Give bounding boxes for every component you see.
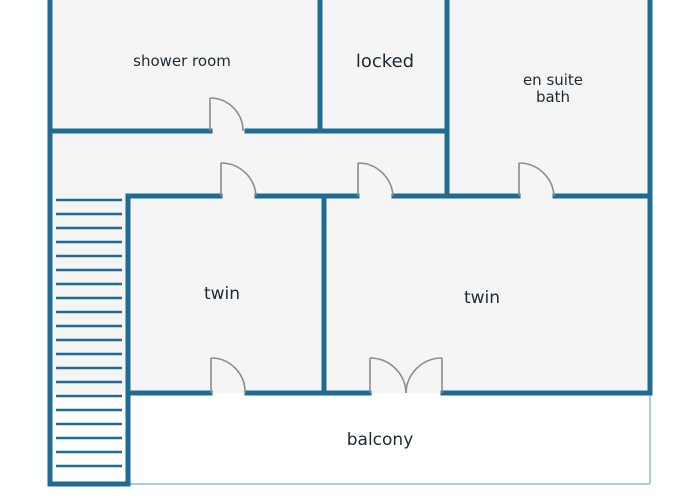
room-label-twin-left: twin bbox=[204, 284, 240, 304]
double-door-icon bbox=[369, 357, 443, 394]
walls bbox=[47, 0, 653, 487]
room-label-twin-right: twin bbox=[464, 288, 500, 308]
room-label-locked: locked bbox=[356, 51, 414, 72]
room-label-balcony: balcony bbox=[347, 430, 414, 450]
door-swing-icon bbox=[209, 97, 555, 394]
balcony-floor bbox=[128, 393, 650, 484]
room-label-shower-room: shower room bbox=[133, 52, 231, 70]
balcony-edge bbox=[128, 393, 651, 485]
stairs-icon bbox=[56, 198, 122, 468]
room-label-bath: bath bbox=[536, 88, 570, 106]
room-label-en-suite: en suite bbox=[523, 71, 583, 89]
